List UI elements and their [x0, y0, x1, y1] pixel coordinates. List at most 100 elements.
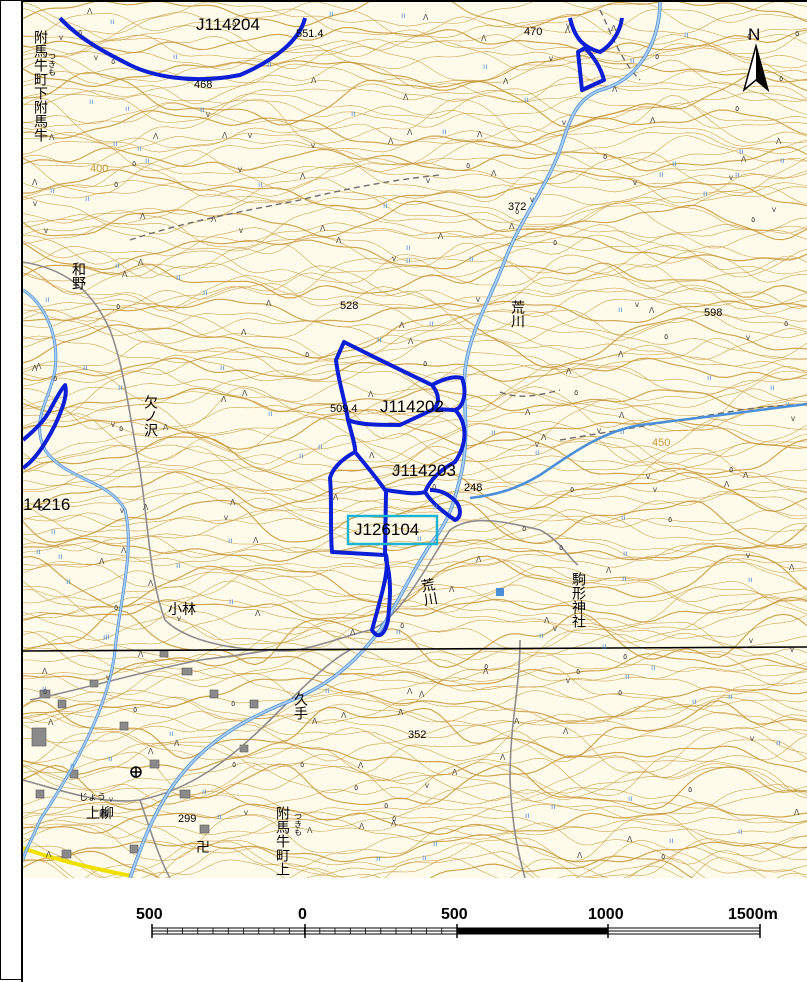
boundary-14216 — [23, 383, 68, 470]
svg-text:ıı: ıı — [417, 534, 421, 543]
svg-text:v: v — [553, 624, 557, 633]
svg-text:ıı: ıı — [50, 186, 54, 195]
svg-text:Λ: Λ — [211, 215, 217, 224]
svg-text:ıı: ıı — [442, 127, 446, 136]
svg-text:ıı: ıı — [45, 295, 49, 304]
svg-text:v: v — [746, 333, 750, 342]
svg-text:٥: ٥ — [53, 374, 57, 383]
svg-text:Λ: Λ — [46, 850, 52, 859]
svg-text:Λ: Λ — [408, 337, 414, 346]
svg-text:v: v — [562, 118, 566, 127]
svg-text:٥: ٥ — [559, 543, 563, 552]
svg-text:Λ: Λ — [724, 480, 730, 489]
svg-text:Λ: Λ — [32, 178, 38, 187]
vegetation-symbols: ٥ıı٥ΛΛΛııııΛv٥ıı٥ııΛıı٥٥ııvııΛvııΛ٥vΛ٥Λv… — [32, 7, 800, 863]
svg-text:Λ: Λ — [49, 133, 55, 142]
unit-label-J114204: J114204 — [196, 15, 260, 34]
svg-text:ıı: ıı — [785, 400, 789, 409]
svg-text:٥: ٥ — [232, 19, 236, 28]
svg-text:Λ: Λ — [611, 24, 617, 33]
map-background — [23, 2, 807, 878]
boundary-J114203 — [346, 408, 467, 496]
svg-text:Λ: Λ — [253, 536, 259, 545]
svg-text:v: v — [633, 178, 637, 187]
svg-text:v: v — [111, 420, 115, 429]
svg-text:ıı: ıı — [85, 194, 89, 203]
elevation-label: 598 — [704, 307, 722, 319]
svg-text:Λ: Λ — [32, 364, 38, 373]
svg-text:v: v — [653, 485, 657, 494]
svg-text:Λ: Λ — [148, 579, 154, 588]
svg-text:ıı: ıı — [406, 256, 410, 265]
svg-text:Λ: Λ — [612, 85, 618, 94]
svg-text:Λ: Λ — [174, 739, 180, 748]
svg-text:٥: ٥ — [116, 302, 120, 311]
svg-text:ıı: ıı — [535, 448, 539, 457]
svg-text:ıı: ıı — [525, 811, 529, 820]
svg-text:Λ: Λ — [403, 93, 409, 102]
svg-text:Λ: Λ — [148, 747, 154, 756]
svg-text:v: v — [790, 645, 794, 654]
svg-text:ıı: ıı — [110, 17, 114, 26]
svg-text:٥: ٥ — [747, 32, 751, 41]
svg-text:v: v — [244, 808, 248, 817]
svg-text:ıı: ıı — [622, 574, 626, 583]
svg-text:ıı: ıı — [630, 56, 634, 65]
unit-label-J126104[interactable]: J126104 — [354, 520, 419, 539]
svg-text:ıı: ıı — [684, 30, 688, 39]
svg-text:٥: ٥ — [618, 688, 622, 697]
svg-text:٥: ٥ — [432, 482, 436, 491]
map-border — [21, 0, 807, 982]
svg-text:v: v — [59, 33, 63, 42]
elevation-label: 299 — [178, 813, 196, 825]
svg-text:٥: ٥ — [232, 760, 236, 769]
svg-text:ıı: ıı — [268, 409, 272, 418]
forest-unit-boundaries — [23, 16, 624, 638]
svg-text:ıı: ıı — [551, 802, 555, 811]
svg-text:ıı: ıı — [738, 827, 742, 836]
svg-text:٥: ٥ — [655, 52, 659, 61]
svg-text:Λ: Λ — [121, 546, 127, 555]
svg-text:ıı: ıı — [376, 854, 380, 863]
svg-text:Λ: Λ — [649, 306, 655, 315]
elevation-label: 352 — [408, 729, 426, 741]
svg-text:v: v — [33, 199, 37, 208]
svg-text:v: v — [729, 173, 733, 182]
scale-label: 500 — [136, 906, 163, 923]
svg-text:Λ: Λ — [491, 169, 497, 178]
svg-text:٥: ٥ — [119, 424, 123, 433]
svg-text:ıı: ıı — [491, 428, 495, 437]
place-name-wano: 和野 — [70, 262, 86, 290]
svg-text:Λ: Λ — [163, 423, 169, 432]
svg-text:٥: ٥ — [114, 180, 118, 189]
svg-text:ıı: ıı — [651, 663, 655, 672]
svg-text:v: v — [206, 110, 210, 119]
svg-text:ıı: ıı — [137, 144, 141, 153]
svg-text:Λ: Λ — [143, 503, 149, 512]
roads — [23, 261, 579, 878]
svg-text:v: v — [597, 426, 601, 435]
svg-text:٥: ٥ — [515, 207, 519, 216]
svg-text:ıı: ıı — [429, 319, 433, 328]
svg-text:Λ: Λ — [476, 555, 482, 564]
svg-text:ıı: ıı — [169, 729, 173, 738]
svg-text:٥: ٥ — [603, 152, 607, 161]
svg-text:٥: ٥ — [39, 504, 43, 513]
svg-text:ıı: ıı — [89, 97, 93, 106]
svg-text:v: v — [106, 673, 110, 682]
svg-text:ıı: ıı — [83, 363, 87, 372]
svg-text:٥: ٥ — [111, 57, 115, 66]
svg-text:ıı: ıı — [70, 761, 74, 770]
svg-text:Λ: Λ — [153, 132, 159, 141]
svg-text:ıı: ıı — [707, 373, 711, 382]
left-river — [23, 288, 130, 861]
svg-text:ıı: ıı — [105, 632, 109, 641]
svg-text:Λ: Λ — [449, 585, 455, 594]
svg-text:ıı: ıı — [113, 139, 117, 148]
selected-unit-highlight[interactable] — [346, 514, 439, 546]
svg-text:Λ: Λ — [398, 708, 404, 717]
svg-text:Λ: Λ — [138, 650, 144, 659]
svg-text:Λ: Λ — [350, 628, 356, 637]
svg-text:ıı: ıı — [539, 631, 543, 640]
